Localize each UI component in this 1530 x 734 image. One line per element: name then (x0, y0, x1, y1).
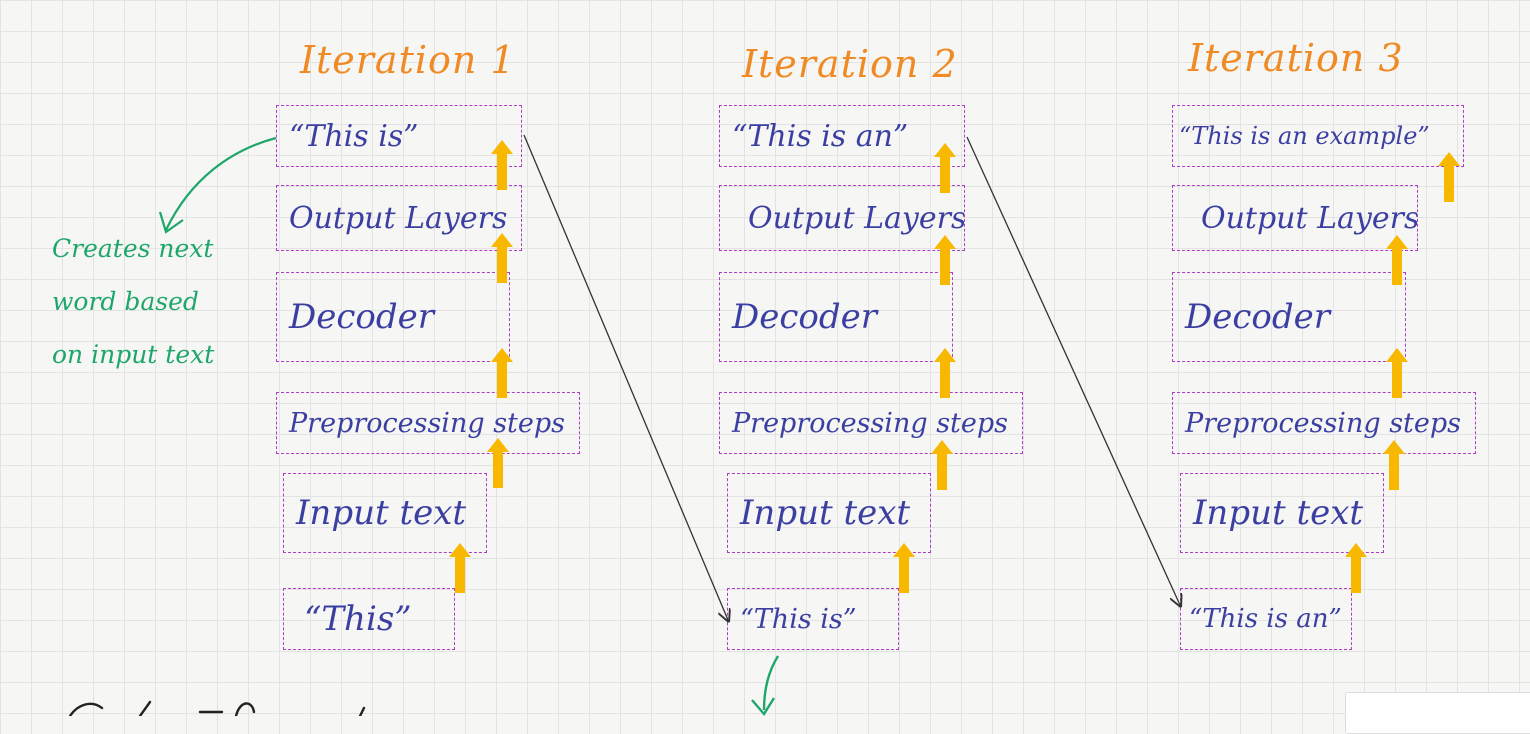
up-arrow-icon (1383, 440, 1405, 490)
iteration-1-to-2-connector (523, 134, 728, 620)
up-arrow-icon (491, 140, 513, 190)
up-arrow-icon (934, 143, 956, 193)
iteration-1-preprocessing-box: Preprocessing steps (276, 392, 580, 454)
iteration-3-output-layers-box: Output Layers (1172, 185, 1418, 251)
annotation-text: Creates next word based on input text (52, 222, 214, 381)
annotation-line-1: Creates next (52, 234, 214, 263)
iteration-3-output-text-box: “This is an example” (1172, 105, 1464, 167)
iteration-2-input-text-box: Input text (727, 473, 931, 553)
up-arrow-icon (1438, 152, 1460, 202)
up-arrow-icon (1345, 543, 1367, 593)
iteration-2-title: Iteration 2 (742, 42, 958, 86)
bottom-green-arrowhead (751, 697, 776, 716)
bottom-green-arrow (762, 655, 780, 711)
iteration-1-output-layers-box: Output Layers (276, 185, 522, 251)
bottom-left-scribble (68, 700, 366, 716)
up-arrow-icon (491, 233, 513, 283)
up-arrow-icon (487, 438, 509, 488)
iteration-1-input-text-box: Input text (283, 473, 487, 553)
iteration-2-output-layers-box: Output Layers (719, 185, 965, 251)
up-arrow-icon (1386, 348, 1408, 398)
iteration-1-title: Iteration 1 (300, 38, 516, 82)
iteration-2-to-3-connector (966, 136, 1180, 605)
up-arrow-icon (449, 543, 471, 593)
up-arrow-icon (893, 543, 915, 593)
up-arrow-icon (934, 348, 956, 398)
up-arrow-icon (491, 348, 513, 398)
annotation-arrow (165, 136, 277, 231)
iteration-1-decoder-box: Decoder (276, 272, 510, 362)
iteration-2-input-example-box: “This is” (727, 588, 899, 650)
iteration-1-output-text-box: “This is” (276, 105, 522, 167)
iteration-2-output-text-box: “This is an” (719, 105, 965, 167)
iteration-1-input-example-box: “This” (283, 588, 455, 650)
iteration-3-preprocessing-box: Preprocessing steps (1172, 392, 1476, 454)
iteration-2-preprocessing-box: Preprocessing steps (719, 392, 1023, 454)
iteration-3-decoder-box: Decoder (1172, 272, 1406, 362)
annotation-line-3: on input text (52, 340, 215, 369)
iteration-3-input-example-box: “This is an” (1180, 588, 1352, 650)
up-arrow-icon (1386, 235, 1408, 285)
iteration-3-input-text-box: Input text (1180, 473, 1384, 553)
corner-panel (1345, 692, 1530, 734)
annotation-line-2: word based (52, 287, 199, 316)
iteration-3-title: Iteration 3 (1188, 36, 1404, 80)
up-arrow-icon (934, 235, 956, 285)
iteration-2-decoder-box: Decoder (719, 272, 953, 362)
up-arrow-icon (931, 440, 953, 490)
